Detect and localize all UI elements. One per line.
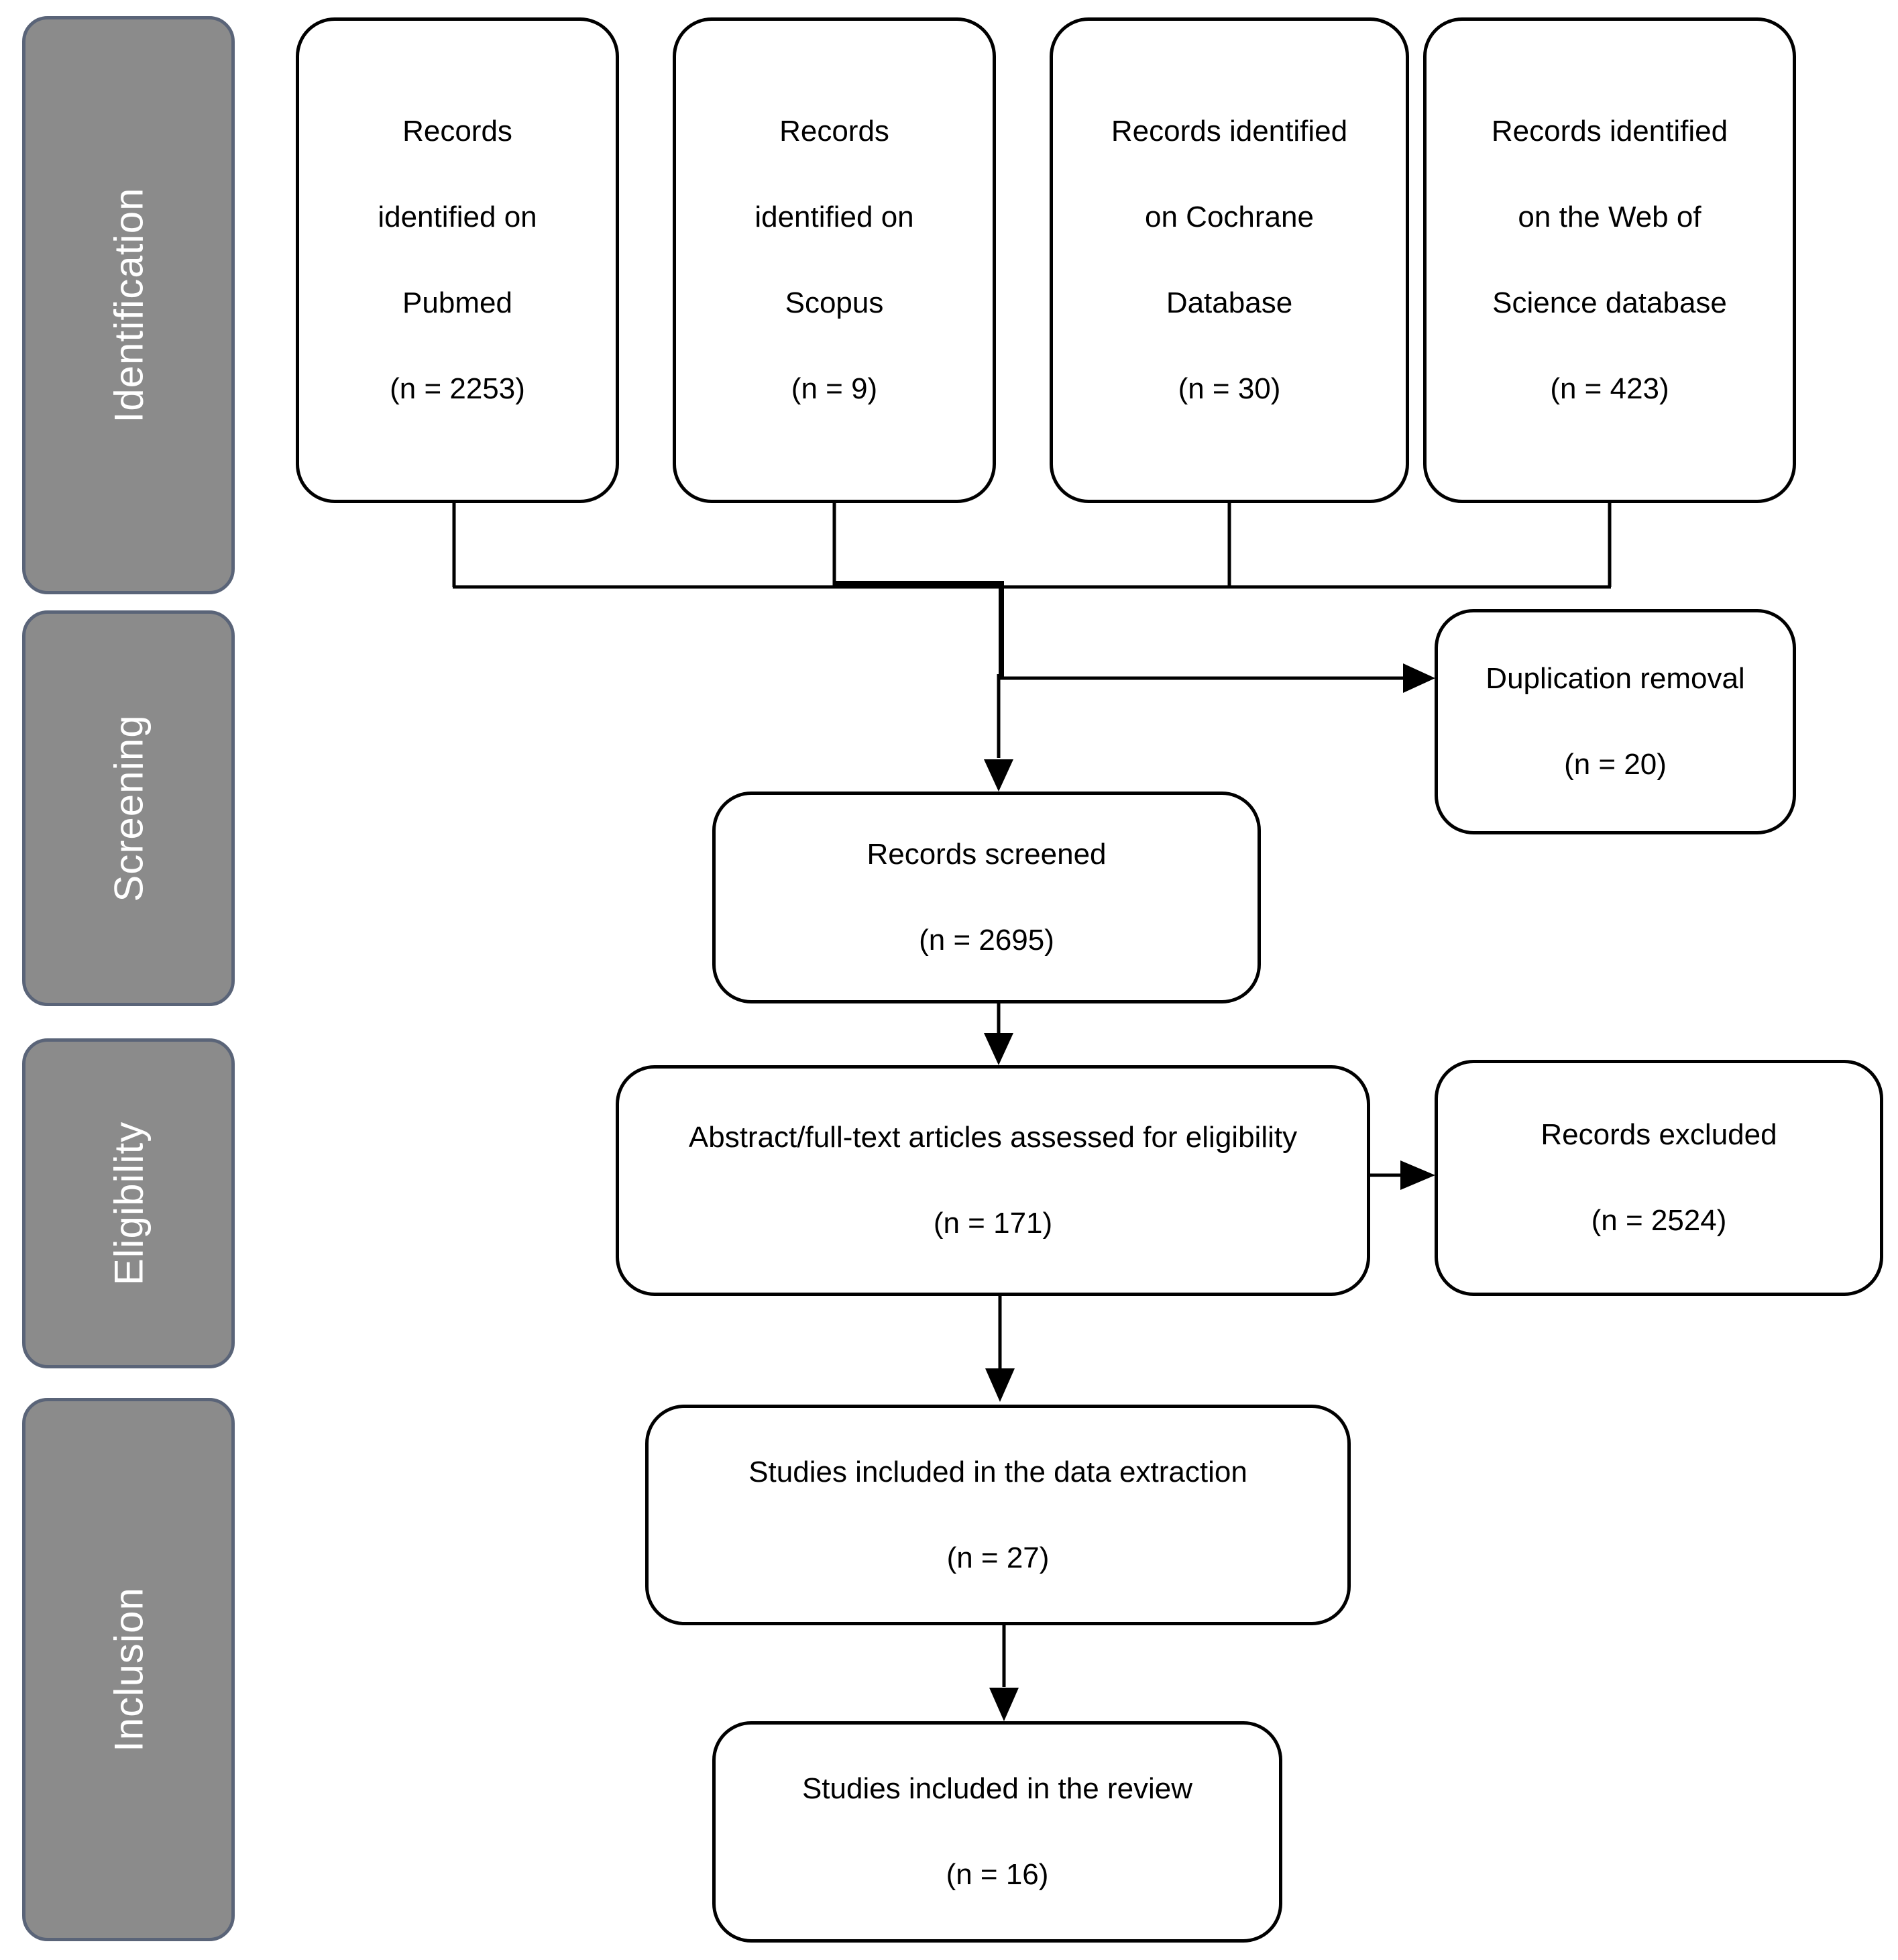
- box-pubmed-line-3: Pubmed: [402, 286, 512, 319]
- box-review-count: (n = 16): [946, 1858, 1049, 1891]
- box-included-review: Studies included in the review (n = 16): [712, 1721, 1282, 1943]
- box-data-extraction: Studies included in the data extraction …: [645, 1405, 1351, 1625]
- box-screened-count: (n = 2695): [919, 924, 1054, 957]
- box-extraction-count: (n = 27): [946, 1541, 1050, 1574]
- box-scopus-line-1: Records: [779, 115, 889, 148]
- box-cochrane-count: (n = 30): [1178, 372, 1281, 405]
- phase-identification: Identification: [22, 16, 235, 594]
- phase-screening: Screening: [22, 610, 235, 1006]
- box-cochrane-line-2: on Cochrane: [1145, 201, 1314, 233]
- box-excluded-count: (n = 2524): [1591, 1204, 1727, 1237]
- box-web-of-science: Records identified on the Web of Science…: [1423, 17, 1796, 503]
- box-eligibility-count: (n = 171): [933, 1207, 1053, 1240]
- box-excluded-label: Records excluded: [1541, 1118, 1777, 1151]
- arrowhead-screened: [984, 759, 1013, 792]
- phase-label-eligibility: Eligibility: [106, 1121, 151, 1286]
- box-duplication-label: Duplication removal: [1486, 662, 1745, 695]
- box-cochrane-line-1: Records identified: [1111, 115, 1348, 148]
- arrowhead-excluded: [1400, 1160, 1435, 1190]
- box-screened-label: Records screened: [867, 838, 1107, 871]
- box-pubmed-line-2: identified on: [378, 201, 537, 233]
- box-wos-line-2: on the Web of: [1518, 201, 1701, 233]
- phase-eligibility: Eligibility: [22, 1038, 235, 1368]
- box-eligibility-assessment: Abstract/full-text articles assessed for…: [616, 1065, 1370, 1296]
- arrowhead-review: [989, 1688, 1019, 1721]
- trunk-line: [834, 581, 1004, 677]
- arrowhead-duplication: [1403, 663, 1435, 693]
- box-scopus-line-3: Scopus: [785, 286, 884, 319]
- box-cochrane-line-3: Database: [1166, 286, 1293, 319]
- box-cochrane: Records identified on Cochrane Database …: [1050, 17, 1409, 503]
- box-pubmed-count: (n = 2253): [390, 372, 525, 405]
- box-eligibility-label: Abstract/full-text articles assessed for…: [688, 1121, 1298, 1154]
- box-scopus-line-2: identified on: [755, 201, 914, 233]
- box-scopus-count: (n = 9): [791, 372, 878, 405]
- phase-label-identification: Identification: [106, 187, 151, 423]
- phase-inclusion: Inclusion: [22, 1398, 235, 1941]
- arrowhead-eligibility: [984, 1033, 1013, 1065]
- box-records-excluded: Records excluded (n = 2524): [1435, 1060, 1883, 1296]
- box-wos-line-3: Science database: [1492, 286, 1727, 319]
- box-duplication-count: (n = 20): [1564, 748, 1667, 781]
- box-wos-line-1: Records identified: [1491, 115, 1728, 148]
- phase-label-screening: Screening: [106, 714, 151, 902]
- phase-label-inclusion: Inclusion: [106, 1587, 151, 1752]
- box-records-screened: Records screened (n = 2695): [712, 792, 1261, 1003]
- box-scopus: Records identified on Scopus (n = 9): [673, 17, 996, 503]
- box-extraction-label: Studies included in the data extraction: [748, 1455, 1247, 1488]
- box-review-label: Studies included in the review: [801, 1772, 1193, 1805]
- box-wos-count: (n = 423): [1550, 372, 1669, 405]
- arrowhead-extraction: [985, 1368, 1015, 1402]
- box-pubmed-line-1: Records: [402, 115, 512, 148]
- box-duplication-removal: Duplication removal (n = 20): [1435, 609, 1796, 834]
- box-pubmed: Records identified on Pubmed (n = 2253): [296, 17, 619, 503]
